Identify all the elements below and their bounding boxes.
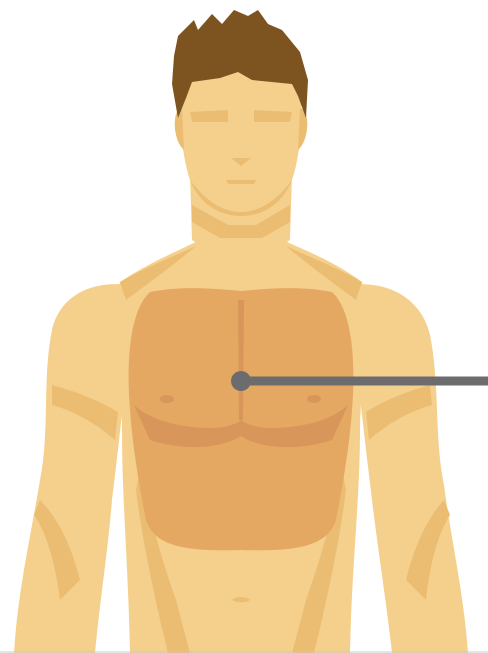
left-brow [190,110,228,122]
mouth [226,180,256,184]
left-arm [14,284,130,653]
right-brow [254,110,292,122]
chest-highlight [129,288,354,550]
sternum-line [238,300,244,420]
right-nipple [307,395,321,403]
left-nipple [160,395,174,403]
head [172,10,308,216]
right-arm [350,284,468,653]
callout-marker [231,371,251,391]
